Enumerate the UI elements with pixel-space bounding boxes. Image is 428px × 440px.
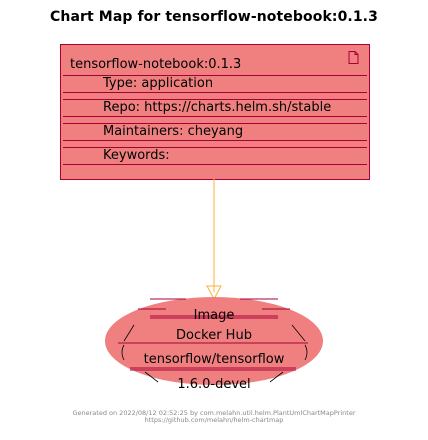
chart-maintainers-row: Maintainers: cheyang — [63, 123, 367, 141]
image-title: Image — [194, 308, 235, 323]
chart-node: tensorflow-notebook:0.1.3 Type: applicat… — [60, 44, 370, 180]
chart-type: Type: application — [103, 76, 214, 91]
chart-keywords-row: Keywords: — [63, 147, 367, 165]
footer-link: https://github.com/melahn/helm-chartmap — [144, 416, 284, 424]
dependency-arrowhead — [206, 285, 222, 301]
footer-generated: Generated on 2022/08/12 02:52:25 by com.… — [72, 409, 356, 417]
image-tag: 1.6.0-devel — [177, 377, 250, 392]
chart-type-row: Type: application — [63, 75, 367, 93]
chart-repo: Repo: https://charts.helm.sh/stable — [103, 100, 332, 115]
image-node-dividers — [118, 298, 308, 371]
chart-repo-row: Repo: https://charts.helm.sh/stable — [63, 99, 367, 117]
image-node — [105, 297, 323, 385]
page-title: Chart Map for tensorflow-notebook:0.1.3 — [50, 9, 378, 25]
chart-maintainers: Maintainers: cheyang — [103, 124, 244, 139]
image-node-edges — [121, 324, 308, 383]
image-registry: Docker Hub — [176, 328, 252, 343]
chart-name: tensorflow-notebook:0.1.3 — [70, 57, 242, 72]
chart-keywords: Keywords: — [103, 148, 170, 163]
document-icon — [348, 51, 359, 64]
image-repository: tensorflow/tensorflow — [144, 352, 285, 367]
